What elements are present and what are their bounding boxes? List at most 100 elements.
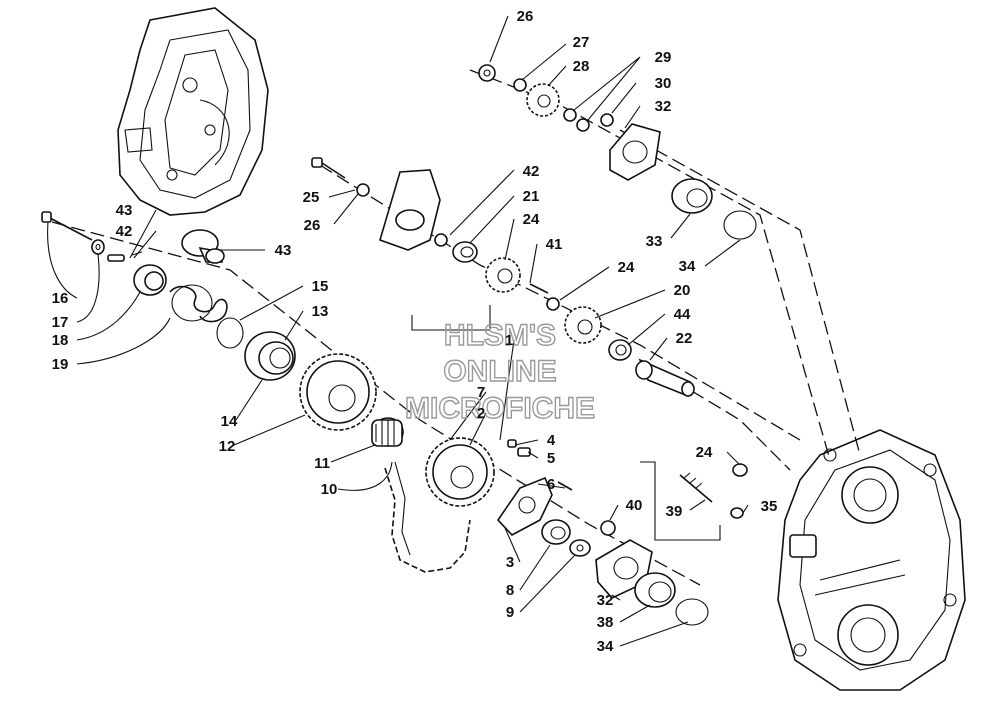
callout-15: 15: [312, 278, 329, 295]
sprocket-7-2: [425, 437, 495, 507]
flange-plate-32-upper: [609, 123, 661, 181]
nut-38: [600, 520, 616, 536]
callout-19: 19: [52, 356, 69, 373]
callout-10: 10: [321, 481, 338, 498]
callout-24-upper: 24: [618, 259, 635, 276]
callout-2: 2: [477, 405, 485, 422]
washer-17: [91, 239, 105, 255]
callout-30: 29: [655, 49, 672, 66]
callout-38: 40: [626, 497, 643, 514]
bushing-43: [181, 229, 225, 264]
gear-11: [371, 417, 404, 447]
callout-9: 9: [506, 604, 514, 621]
drive-chain-10: [384, 461, 471, 573]
chaincase-cover: [117, 7, 269, 216]
washer-28: [513, 78, 527, 92]
sprocket-23: [485, 257, 521, 293]
bearing-13-14: [244, 331, 296, 381]
callout-41: 42: [116, 223, 133, 240]
callout-7: 7: [477, 384, 485, 401]
washer-24-lower: [732, 463, 748, 477]
cap-18: [133, 264, 167, 296]
bolt-16: [41, 211, 93, 241]
callout-17: 17: [52, 314, 69, 331]
washer-9: [569, 539, 591, 557]
callout-16: 16: [52, 290, 69, 307]
callout-37: 39: [666, 503, 683, 520]
callout-33: 33: [646, 233, 663, 250]
callout-24-lower: 24: [696, 444, 713, 461]
callout-leaders: [47, 15, 749, 647]
callout-12: 12: [219, 438, 236, 455]
callout-20: 20: [674, 282, 691, 299]
callout-27: 26: [517, 8, 534, 25]
washer-26: [356, 183, 370, 197]
bearing-33: [671, 178, 713, 214]
callout-13: 13: [312, 303, 329, 320]
spring-19: [169, 284, 228, 323]
callout-34-lower: 34: [597, 638, 614, 655]
pin-41-42: [107, 251, 143, 262]
callout-14: 14: [221, 413, 238, 430]
screw-5: [517, 447, 531, 457]
watermark: HLSM'S ONLINE MICROFICHE: [404, 318, 595, 425]
grouping-brackets: [411, 305, 721, 541]
callout-28: 27: [573, 34, 590, 51]
washers-30: [563, 108, 590, 132]
bolt-25: [311, 157, 346, 179]
watermark-line-1: HLSM'S: [444, 319, 556, 352]
bolt-37: [679, 472, 713, 503]
callout-6: 6: [547, 476, 555, 493]
callout-8: 8: [506, 582, 514, 599]
watermark-line-3: MICROFICHE: [405, 392, 595, 425]
bearing-44: [608, 339, 632, 361]
frame-bracket: [379, 169, 441, 251]
bearing-36: [634, 572, 676, 608]
ring-34-lower: [675, 598, 709, 626]
nut-27: [478, 64, 496, 82]
pin-39: [529, 283, 549, 294]
callout-31: 30: [655, 75, 672, 92]
washer-24-upper: [546, 297, 560, 311]
callout-4: 4: [547, 432, 556, 449]
callout-42: 43: [116, 202, 133, 219]
callout-32-upper: 32: [655, 98, 672, 115]
nut-31: [600, 113, 614, 127]
callout-44: 44: [674, 306, 691, 323]
callout-labels: 26 27 28 29 30 32 33 34 25 26 42 21 24 4…: [52, 8, 778, 655]
callout-40: 42: [523, 163, 540, 180]
bolt-6: [557, 481, 573, 491]
washer-40: [434, 233, 448, 247]
watermark-line-2: ONLINE: [443, 355, 556, 388]
callout-35: 35: [761, 498, 778, 515]
gear-case-housing: [777, 429, 966, 691]
callout-26: 26: [304, 217, 321, 234]
sprocket-12: [299, 353, 377, 431]
bearing-8: [541, 519, 571, 545]
callout-1: 1: [505, 332, 513, 349]
washer-35: [730, 507, 744, 519]
bearing-21: [452, 241, 478, 263]
ring-34-upper: [723, 210, 757, 240]
plate-3: [496, 476, 553, 536]
sprocket-20: [564, 306, 602, 344]
callout-11: 11: [314, 455, 330, 472]
callout-39: 41: [546, 236, 563, 253]
callout-23: 24: [523, 211, 540, 228]
callout-32-lower: 32: [597, 592, 614, 609]
callout-36: 38: [597, 614, 614, 631]
snap-ring-15: [216, 317, 244, 349]
callout-5: 5: [547, 450, 555, 467]
callout-43: 43: [275, 242, 292, 259]
callout-3: 3: [506, 554, 514, 571]
shaft-22: [635, 358, 695, 398]
callout-34-upper: 34: [679, 258, 696, 275]
callout-25: 25: [303, 189, 320, 206]
callout-29: 28: [573, 58, 590, 75]
bolt-4: [507, 439, 517, 448]
sprocket-29: [526, 83, 560, 117]
callout-22: 22: [676, 330, 693, 347]
callout-18: 18: [52, 332, 69, 349]
callout-21: 21: [523, 188, 540, 205]
